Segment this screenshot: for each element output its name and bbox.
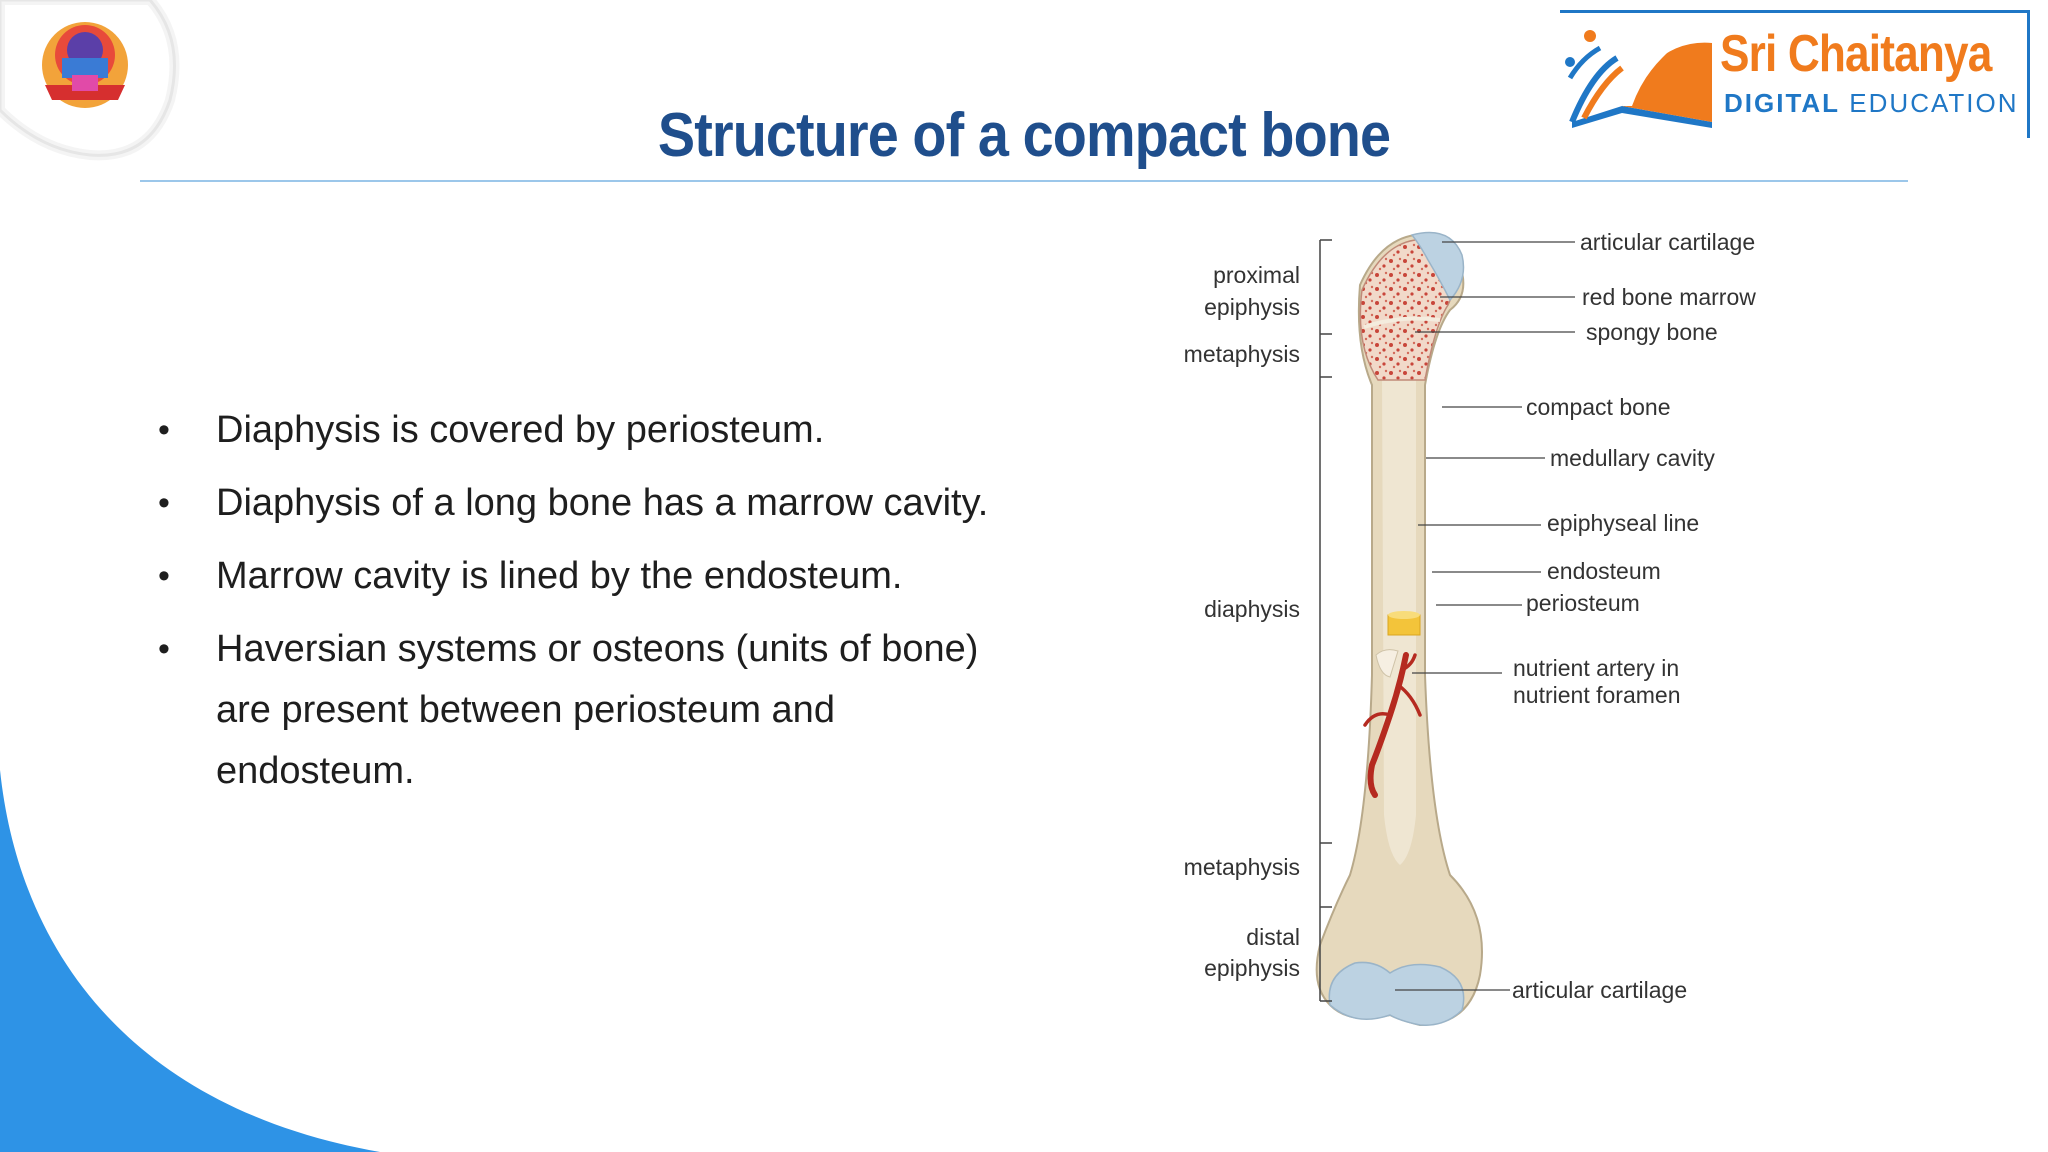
label-diaphysis: diaphysis [1204, 596, 1300, 622]
bullet-item: • Marrow cavity is lined by the endosteum… [150, 546, 1010, 607]
label-distal: distal [1246, 924, 1300, 950]
brand-name: Sri Chaitanya [1720, 25, 1992, 83]
label-distal-epiphysis: epiphysis [1204, 955, 1300, 981]
label-medullary-cavity: medullary cavity [1550, 445, 1715, 471]
bullet-item: • Diaphysis of a long bone has a marrow c… [150, 473, 1010, 534]
bullet-list: • Diaphysis is covered by periosteum. • Di… [150, 400, 1010, 814]
title-divider [140, 180, 1908, 182]
logo-frame [1560, 10, 2030, 138]
bullet-dot: • [158, 630, 170, 668]
label-endosteum: endosteum [1547, 558, 1661, 584]
label-epiphyseal-line: epiphyseal line [1547, 510, 1699, 536]
label-periosteum: periosteum [1526, 590, 1640, 616]
label-articular-cartilage-bottom: articular cartilage [1512, 977, 1687, 1003]
epiphyseal-line-mark [1363, 316, 1441, 329]
bullet-dot: • [158, 557, 170, 595]
bullet-dot: • [158, 411, 170, 449]
bullet-item: • Diaphysis is covered by periosteum. [150, 400, 1010, 461]
bullet-item: • Haversian systems or osteons (units of … [150, 619, 1010, 802]
sri-chaitanya-logo: Sri Chaitanya DIGITAL EDUCATION [1560, 10, 2040, 140]
label-proximal: proximal [1213, 262, 1300, 288]
label-nutrient-foramen: nutrient foramen [1513, 682, 1680, 708]
long-bone-diagram: proximal epiphysis metaphysis diaphysis … [1184, 229, 1756, 1027]
label-red-bone-marrow: red bone marrow [1582, 284, 1756, 310]
brand-subtitle-bold: DIGITAL [1724, 88, 1841, 118]
bullet-dot: • [158, 484, 170, 522]
label-articular-cartilage-top: articular cartilage [1580, 229, 1755, 255]
periosteum-flap [1375, 649, 1399, 678]
label-metaphysis-top: metaphysis [1184, 341, 1300, 367]
leader-lines [1395, 241, 1575, 991]
bullet-text: Diaphysis is covered by periosteum. [216, 409, 825, 451]
label-nutrient-artery: nutrient artery in [1513, 655, 1679, 681]
bullet-text: Diaphysis of a long bone has a marrow ca… [216, 482, 989, 524]
page-title: Structure of a compact bone [657, 101, 1391, 170]
articular-cartilage-bottom [1328, 961, 1465, 1026]
label-spongy-bone: spongy bone [1586, 319, 1718, 345]
left-region-bracket [1319, 239, 1332, 1002]
book-flame-icon [1565, 30, 1712, 128]
bullet-text: Haversian systems or osteons (units of b… [216, 628, 979, 792]
bullet-text: Marrow cavity is lined by the endosteum. [216, 555, 903, 597]
label-compact-bone: compact bone [1526, 394, 1670, 420]
institution-badge [0, 0, 190, 170]
nutrient-artery-branch [1363, 653, 1422, 727]
brand-subtitle-rest: EDUCATION [1849, 88, 2019, 118]
label-proximal-epiphysis: epiphysis [1204, 294, 1300, 320]
yellow-marrow-top [1388, 611, 1420, 619]
articular-cartilage-top [1410, 231, 1465, 302]
label-metaphysis-bottom: metaphysis [1184, 854, 1300, 880]
brand-subtitle: DIGITAL EDUCATION [1724, 88, 2019, 119]
